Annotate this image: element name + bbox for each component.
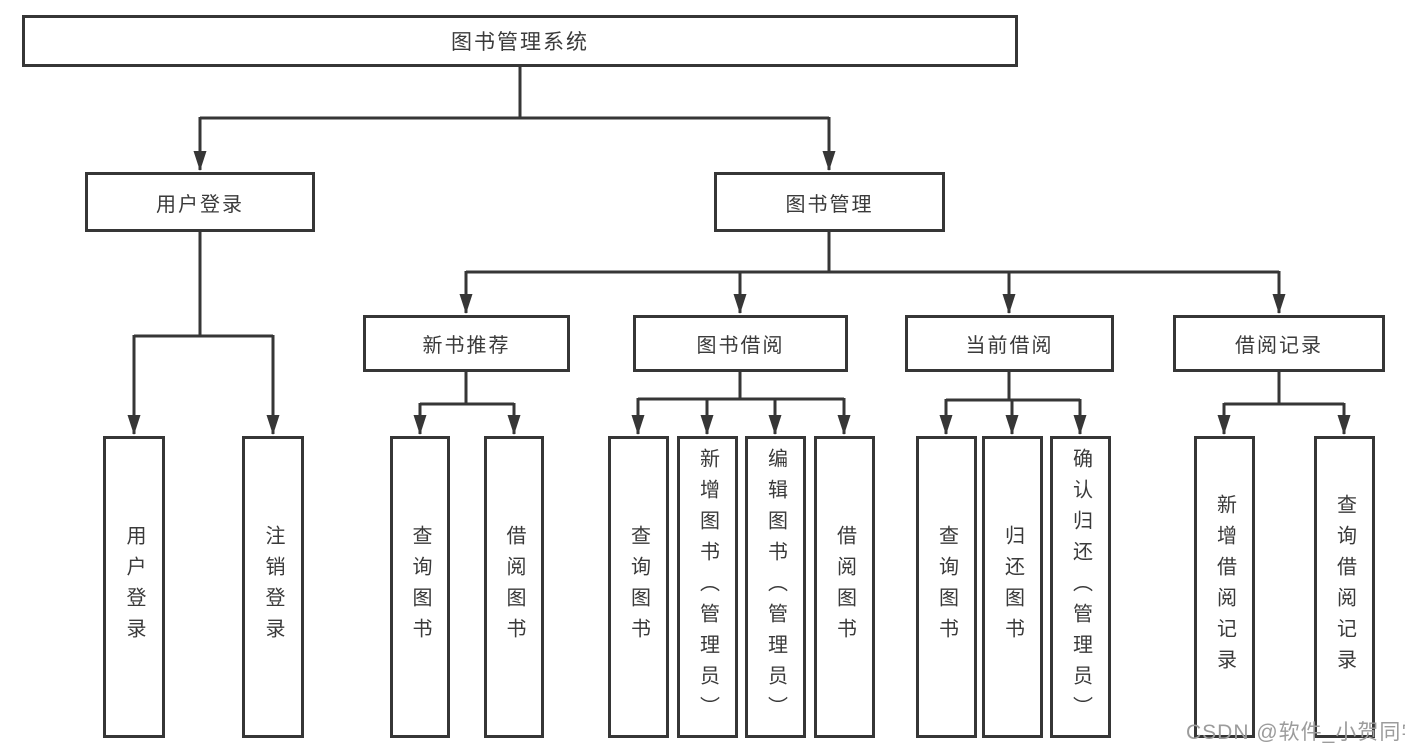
leaf-label: 归还图书 <box>1001 525 1024 649</box>
node-label: 图书管理 <box>785 193 874 216</box>
leaf-label: 借阅图书 <box>833 525 856 649</box>
leaf-label: 借阅图书 <box>503 525 525 649</box>
leaf-query-books-borrow: 查询图书 <box>608 436 669 738</box>
node-label: 用户登录 <box>156 193 244 216</box>
node-borrow-records: 借阅记录 <box>1173 315 1385 372</box>
leaf-user-login: 用户登录 <box>103 436 165 738</box>
csdn-watermark: CSDN @软件_小贺同学 <box>1186 721 1405 744</box>
node-label: 图书借阅 <box>696 335 785 357</box>
node-book-borrow: 图书借阅 <box>633 315 848 372</box>
leaf-label: 查询借阅记录 <box>1333 494 1356 680</box>
leaf-label: 用户登录 <box>123 525 145 649</box>
node-book-management: 图书管理 <box>714 172 945 232</box>
leaf-label: 查询图书 <box>627 525 650 649</box>
node-label: 借阅记录 <box>1235 335 1323 357</box>
leaf-edit-book-admin: 编辑图书（管理员） <box>745 436 806 738</box>
leaf-label: 查询图书 <box>409 525 431 649</box>
node-library-management-system: 图书管理系统 <box>22 15 1018 67</box>
leaf-logout: 注销登录 <box>242 436 304 738</box>
leaf-add-book-admin: 新增图书（管理员） <box>677 436 738 738</box>
leaf-label: 确认归还（管理员） <box>1069 447 1092 727</box>
leaf-query-borrow-record: 查询借阅记录 <box>1314 436 1375 738</box>
leaf-add-borrow-record: 新增借阅记录 <box>1194 436 1255 738</box>
leaf-query-books-newbooks: 查询图书 <box>390 436 450 738</box>
leaf-query-books-current: 查询图书 <box>916 436 977 738</box>
leaf-label: 新增借阅记录 <box>1213 494 1236 680</box>
node-user-login: 用户登录 <box>85 172 315 232</box>
node-label: 新书推荐 <box>422 335 511 357</box>
node-label: 图书管理系统 <box>451 31 589 54</box>
leaf-label: 查询图书 <box>935 525 958 649</box>
leaf-borrow-books-newbooks: 借阅图书 <box>484 436 544 738</box>
leaf-label: 编辑图书（管理员） <box>764 447 787 727</box>
node-label: 当前借阅 <box>965 335 1054 357</box>
leaf-label: 新增图书（管理员） <box>696 447 719 727</box>
leaf-return-books: 归还图书 <box>982 436 1043 738</box>
leaf-borrow-books-borrow: 借阅图书 <box>814 436 875 738</box>
leaf-label: 注销登录 <box>262 525 284 649</box>
node-current-borrow: 当前借阅 <box>905 315 1114 372</box>
node-new-book-recommend: 新书推荐 <box>363 315 570 372</box>
leaf-confirm-return-admin: 确认归还（管理员） <box>1050 436 1111 738</box>
